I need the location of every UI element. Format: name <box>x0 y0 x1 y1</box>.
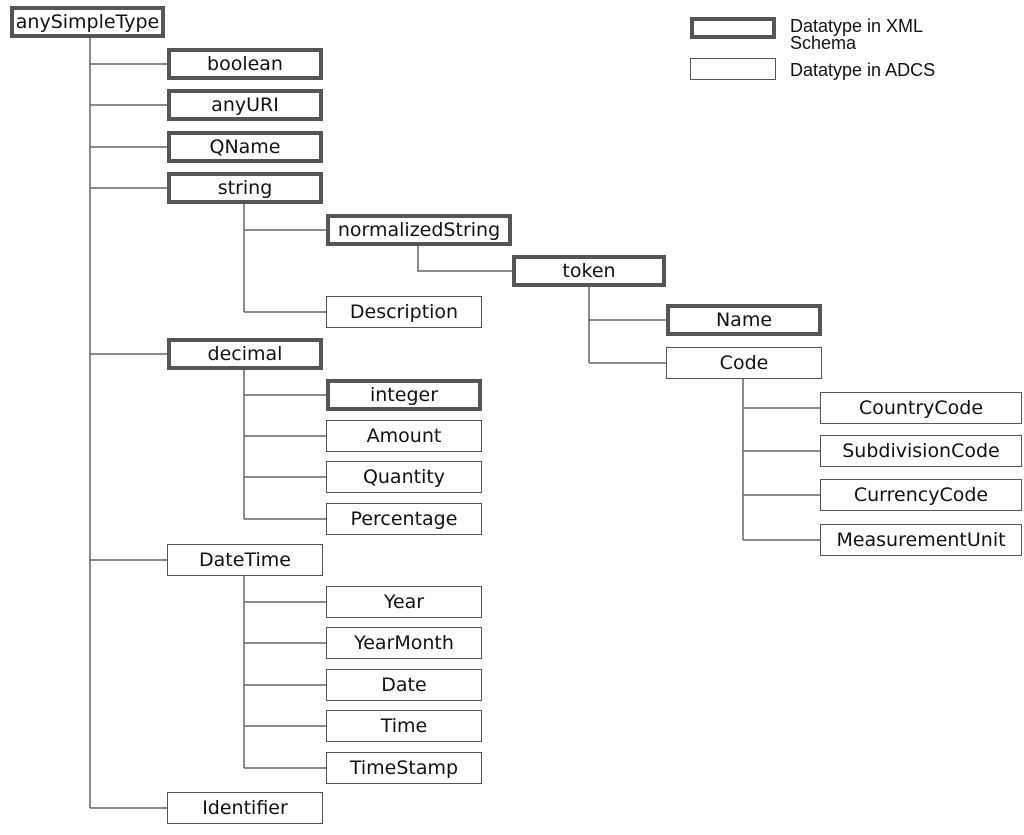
legend-xml-label: Datatype in XML Schema <box>790 16 924 53</box>
node-integer: integer <box>326 379 482 411</box>
node-timestamp: TimeStamp <box>326 752 482 784</box>
node-token: token <box>512 255 666 287</box>
node-code: Code <box>666 347 822 379</box>
node-percentage: Percentage <box>326 503 482 535</box>
legend-xml-swatch <box>690 17 776 39</box>
connector-normalizedstring-token <box>417 246 512 272</box>
node-qname: QName <box>167 131 323 163</box>
node-datetime: DateTime <box>167 544 323 576</box>
node-anysimpletype: anySimpleType <box>10 6 165 38</box>
node-date: Date <box>326 669 482 701</box>
node-quantity: Quantity <box>326 461 482 493</box>
node-name: Name <box>666 304 822 336</box>
legend-adcs-label: Datatype in ADCS <box>790 60 936 80</box>
node-yearmonth: YearMonth <box>326 627 482 659</box>
node-year: Year <box>326 586 482 618</box>
node-subdivisioncode: SubdivisionCode <box>820 435 1022 467</box>
node-time: Time <box>326 710 482 742</box>
node-identifier: Identifier <box>167 792 323 824</box>
legend-xml-label-line1: Datatype in XML <box>790 16 924 36</box>
node-description: Description <box>326 296 482 328</box>
legend-adcs-swatch <box>690 58 776 80</box>
node-anyuri: anyURI <box>167 89 323 121</box>
node-countrycode: CountryCode <box>820 392 1022 424</box>
node-currencycode: CurrencyCode <box>820 479 1022 511</box>
node-normalizedstring: normalizedString <box>326 214 512 246</box>
node-amount: Amount <box>326 420 482 452</box>
node-measurementunit: MeasurementUnit <box>820 524 1022 556</box>
node-decimal: decimal <box>167 338 323 370</box>
node-string: string <box>167 172 323 204</box>
node-boolean: boolean <box>167 48 323 80</box>
legend-xml-label-line2: Schema <box>790 33 857 53</box>
